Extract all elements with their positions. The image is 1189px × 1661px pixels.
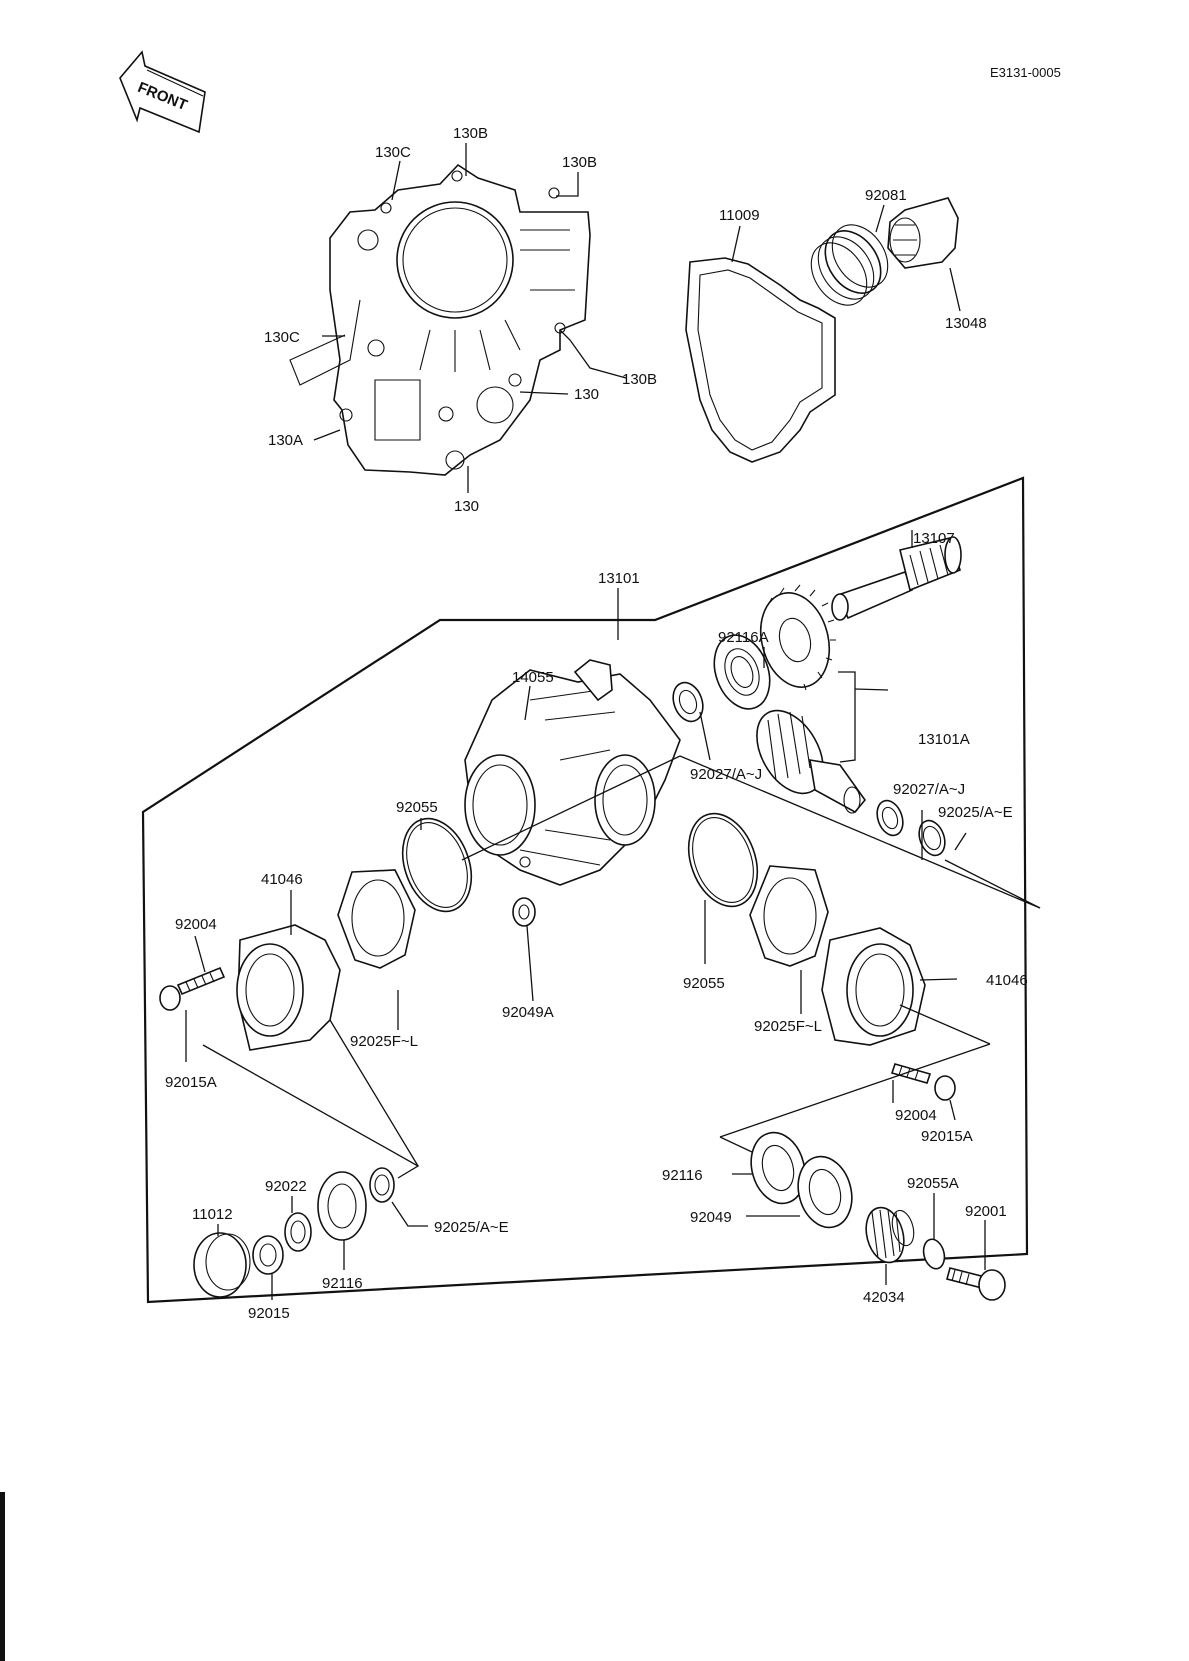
nut-92015a-right-illustration (934, 1075, 956, 1101)
bearing-92116a-illustration (713, 634, 771, 710)
label-11009: 11009 (719, 207, 760, 224)
diagram-code: E3131-0005 (990, 65, 1061, 80)
label-130b-right: 130B (562, 154, 597, 171)
label-130-right: 130 (574, 386, 599, 403)
label-92027-left: 92027/A~J (690, 766, 762, 783)
front-arrow-icon: FRONT (119, 50, 206, 134)
label-92049a: 92049A (502, 1004, 554, 1021)
bearing-housing-41046-left-illustration (236, 924, 341, 1051)
stud-92004-left-illustration (176, 966, 226, 996)
crankcase-cover-illustration (289, 163, 591, 476)
label-11012: 11012 (192, 1206, 233, 1223)
label-13048: 13048 (945, 315, 987, 332)
label-14055: 14055 (512, 669, 554, 686)
label-130c-top: 130C (375, 144, 411, 161)
assembly-boundary (141, 476, 1029, 1304)
label-92001: 92001 (965, 1203, 1007, 1220)
label-130c-left: 130C (264, 329, 300, 346)
o-ring-92055-center-illustration (687, 812, 759, 908)
label-92004-right: 92004 (895, 1107, 937, 1124)
oil-seal-92049-illustration (797, 1155, 853, 1229)
label-41046-right: 41046 (986, 972, 1028, 989)
scan-edge-mark (0, 1492, 5, 1661)
label-92055-center: 92055 (683, 975, 725, 992)
bolt-92001-illustration (946, 1267, 1006, 1301)
shim-92025-bottom-illustration (369, 1167, 395, 1203)
label-92055a: 92055A (907, 1175, 959, 1192)
label-130b-top: 130B (453, 125, 488, 142)
cam-13048-illustration (887, 197, 959, 269)
label-92015a-right: 92015A (921, 1128, 973, 1145)
label-92116-left: 92116 (322, 1275, 363, 1292)
label-130b-lower: 130B (622, 371, 657, 388)
shaft-13107-illustration (831, 536, 962, 621)
label-13101a: 13101A (918, 731, 970, 748)
label-130-bottom: 130 (454, 498, 479, 515)
bearing-housing-41046-right-illustration (821, 927, 926, 1046)
gear-case-14055-illustration (464, 659, 681, 886)
nut-92015a-left-illustration (159, 985, 181, 1011)
label-13101: 13101 (598, 570, 640, 587)
washer-92022-illustration (284, 1212, 312, 1252)
label-92116-right: 92116 (662, 1167, 703, 1184)
label-92049: 92049 (690, 1209, 732, 1226)
o-ring-92055a-illustration (922, 1238, 946, 1270)
nut-92015-illustration (252, 1235, 284, 1275)
nut-92049a-illustration (512, 897, 536, 927)
label-92025fl-right: 92025F~L (754, 1018, 822, 1035)
shim-92027-right-illustration (876, 799, 904, 837)
coupling-42034-illustration (865, 1206, 915, 1264)
leader-lines (185, 143, 1041, 1300)
label-92004-left: 92004 (175, 916, 217, 933)
label-92025fl-left: 92025F~L (350, 1033, 418, 1050)
label-92015: 92015 (248, 1305, 290, 1322)
label-130a: 130A (268, 432, 303, 449)
label-92025-ae-top: 92025/A~E (938, 804, 1013, 821)
shim-92027-left-illustration (672, 681, 704, 723)
bevel-gear-illustration (756, 709, 867, 814)
label-42034: 42034 (863, 1289, 905, 1306)
label-13107: 13107 (913, 530, 955, 547)
label-92015a-left: 92015A (165, 1074, 217, 1091)
label-92022: 92022 (265, 1178, 307, 1195)
label-41046-left: 41046 (261, 871, 303, 888)
label-92027-right: 92027/A~J (893, 781, 965, 798)
label-92025-ae-bottom: 92025/A~E (434, 1219, 509, 1236)
label-92055-left: 92055 (396, 799, 438, 816)
spring-92081-illustration (810, 224, 889, 306)
bearing-92116-right-illustration (750, 1131, 806, 1205)
shim-92025fl-left-illustration (337, 869, 416, 969)
label-92081: 92081 (865, 187, 907, 204)
shim-92025-illustration (918, 819, 946, 857)
cap-11012-illustration (193, 1232, 251, 1298)
gasket-11009-illustration (685, 257, 836, 463)
shim-92025fl-right-illustration (749, 865, 829, 967)
bearing-92116-left-illustration (317, 1171, 367, 1241)
label-92116a: 92116A (718, 629, 769, 646)
gear-13101a-illustration (759, 584, 836, 691)
